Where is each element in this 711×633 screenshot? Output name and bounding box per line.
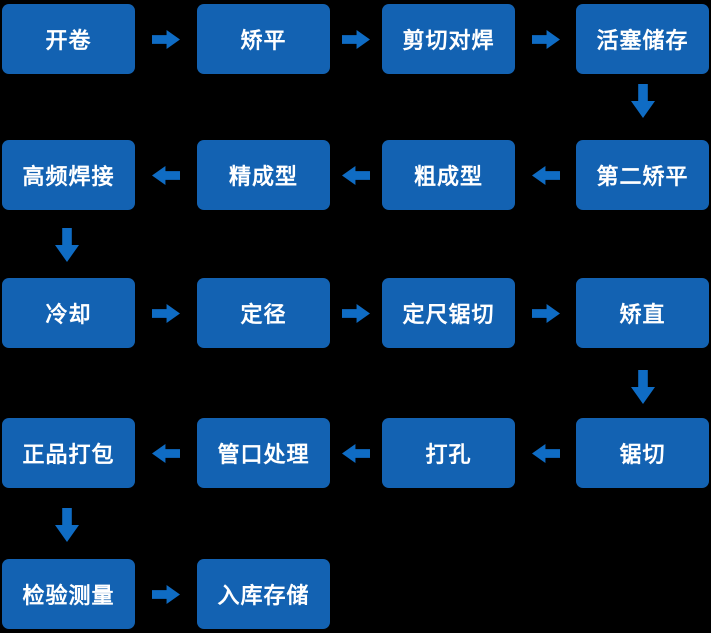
step-fine-forming-box: 精成型 xyxy=(197,140,330,210)
arrow-left-icon xyxy=(342,444,370,463)
step-uncoiling-box: 开卷 xyxy=(2,4,135,74)
arrow-left-icon xyxy=(342,166,370,185)
step-pipe-end-treatment-box: 管口处理 xyxy=(197,418,330,488)
arrow-right-icon xyxy=(342,30,370,49)
arrow-down-icon xyxy=(631,84,655,118)
step-leveling-box: 矫平 xyxy=(197,4,330,74)
step-warehouse-storage-box: 入库存储 xyxy=(197,559,330,629)
step-packing-box: 正品打包 xyxy=(2,418,135,488)
arrow-left-icon xyxy=(532,166,560,185)
step-shear-butt-weld-box: 剪切对焊 xyxy=(382,4,515,74)
step-cooling-box: 冷却 xyxy=(2,278,135,348)
arrow-left-icon xyxy=(152,444,180,463)
arrow-right-icon xyxy=(532,30,560,49)
step-punching-box: 打孔 xyxy=(382,418,515,488)
arrow-right-icon xyxy=(152,304,180,323)
arrow-down-icon xyxy=(55,508,79,542)
step-sizing-box: 定径 xyxy=(197,278,330,348)
arrow-right-icon xyxy=(152,585,180,604)
step-second-leveling-box: 第二矫平 xyxy=(576,140,709,210)
arrow-left-icon xyxy=(532,444,560,463)
step-inspection-measurement-box: 检验测量 xyxy=(2,559,135,629)
step-straightening-box: 矫直 xyxy=(576,278,709,348)
arrow-down-icon xyxy=(55,228,79,262)
arrow-down-icon xyxy=(631,370,655,404)
arrow-right-icon xyxy=(152,30,180,49)
step-sawing-box: 锯切 xyxy=(576,418,709,488)
arrow-left-icon xyxy=(152,166,180,185)
step-cut-to-length-saw-box: 定尺锯切 xyxy=(382,278,515,348)
step-rough-forming-box: 粗成型 xyxy=(382,140,515,210)
arrow-right-icon xyxy=(342,304,370,323)
step-accumulator-storage-box: 活塞储存 xyxy=(576,4,709,74)
step-hf-welding-box: 高频焊接 xyxy=(2,140,135,210)
arrow-right-icon xyxy=(532,304,560,323)
